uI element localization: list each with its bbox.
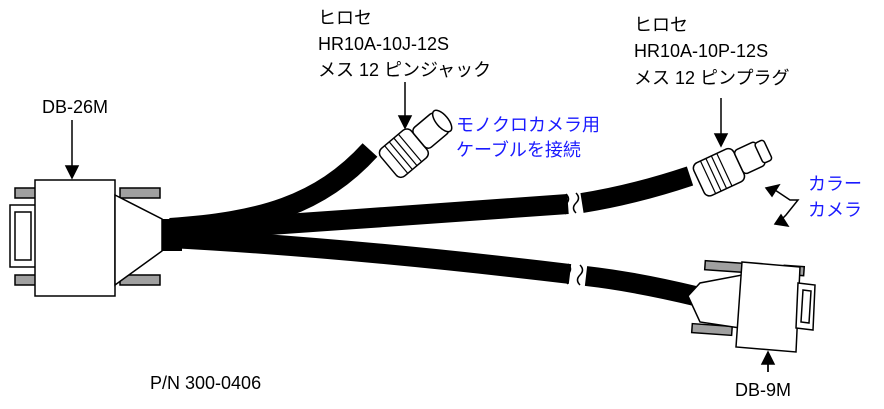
plug-desc: メス 12 ピンプラグ <box>634 68 790 88</box>
db9m-label: DB-9M <box>735 380 792 400</box>
jack-arrow <box>397 115 413 130</box>
db9m-connector <box>687 259 816 353</box>
db26m-connector <box>9 179 163 297</box>
mono-jack <box>378 109 453 179</box>
color-plug <box>692 139 773 197</box>
color-note-line1: カラー <box>808 174 862 194</box>
db9-cable-left <box>169 228 572 284</box>
cable-sleeve <box>162 219 182 251</box>
cable-bundle <box>162 143 698 306</box>
db9m-arrow <box>760 350 776 365</box>
color-cable-left <box>169 194 569 242</box>
plug-model: HR10A-10P-12S <box>634 41 769 61</box>
jack-maker: ヒロセ <box>318 8 372 28</box>
mono-note-line1: モノクロカメラ用 <box>456 115 600 135</box>
color-note-line2: カメラ <box>808 200 862 220</box>
db26m-arrow <box>64 165 80 180</box>
db26m-screw-bottom <box>14 274 38 286</box>
part-number: P/N 300-0406 <box>150 373 262 393</box>
mono-note-line2: ケーブルを接続 <box>456 140 581 160</box>
plug-arrow <box>713 133 729 148</box>
jack-desc: メス 12 ピンジャック <box>318 60 492 80</box>
db26m-screw-top <box>14 187 38 199</box>
plug-maker: ヒロセ <box>634 15 688 35</box>
color-cable-right <box>580 166 694 213</box>
db26m-label: DB-26M <box>42 97 109 117</box>
break-marks <box>562 192 584 286</box>
color-camera-bracket <box>774 189 800 223</box>
arrows <box>64 82 800 372</box>
db9-cable-right <box>584 266 698 306</box>
jack-model: HR10A-10J-12S <box>318 34 450 54</box>
